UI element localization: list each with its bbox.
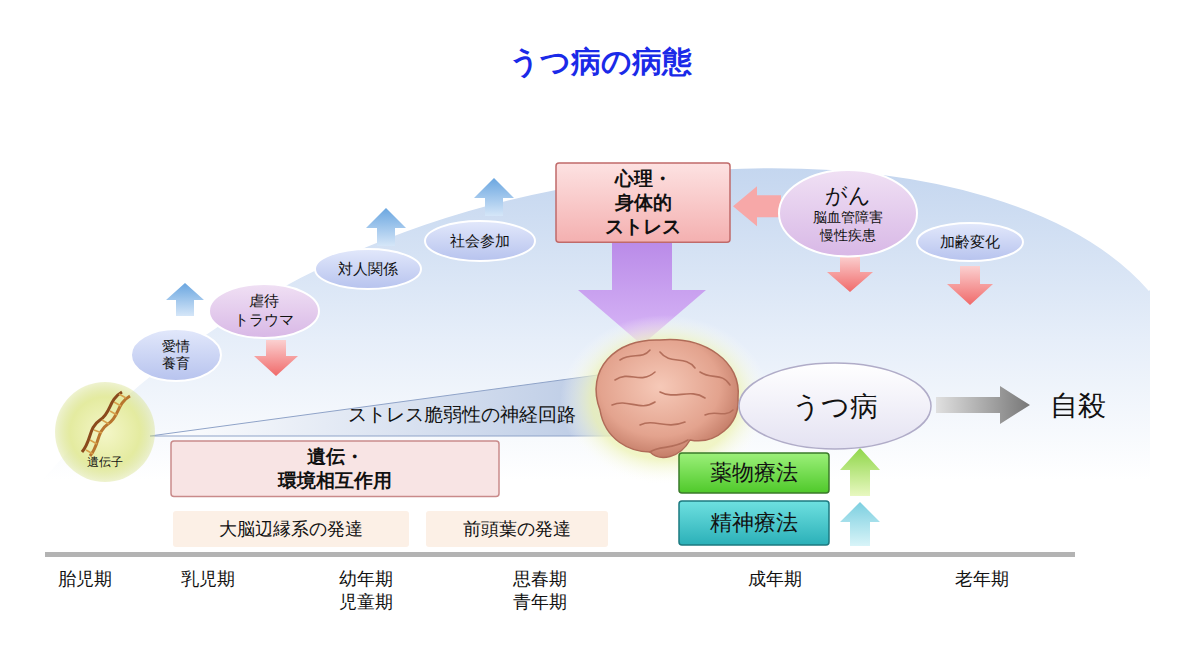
aging-ellipse: 加齢変化 bbox=[916, 222, 1024, 262]
timeline-label-holder: 成年期 bbox=[748, 568, 802, 591]
node-text: 精神療法 bbox=[710, 509, 798, 537]
factor-ellipse: 愛情 養育 bbox=[130, 328, 222, 382]
timeline-label: 老年期 bbox=[955, 568, 1009, 591]
node-text: 遺伝子 bbox=[87, 455, 123, 470]
timeline-label: 思春期 青年期 bbox=[513, 568, 567, 613]
node-text: 大脳辺縁系の発達 bbox=[219, 518, 363, 541]
stress-box: 心理・身体的 ストレス bbox=[555, 162, 731, 243]
node-text: 薬物療法 bbox=[710, 459, 798, 487]
timeline-label: 幼年期 児童期 bbox=[339, 568, 393, 613]
diagram-title: うつ病の病態 bbox=[0, 42, 1200, 83]
timeline-label: 乳児期 bbox=[181, 568, 235, 591]
disease-ellipse: うつ病 bbox=[738, 362, 932, 450]
timeline-label-holder: 幼年期 児童期 bbox=[339, 568, 393, 613]
factor-ellipse: 虐待 トラウマ bbox=[208, 283, 320, 339]
node-text: がん bbox=[825, 182, 871, 210]
development-box: 大脳辺縁系の発達 bbox=[172, 510, 410, 548]
node-text: 遺伝・環境相互作用 bbox=[278, 445, 392, 493]
node-text: 心理・身体的 ストレス bbox=[605, 167, 681, 238]
node-text: うつ病 bbox=[792, 389, 878, 424]
flow-arrow bbox=[733, 186, 781, 226]
arrow-shape bbox=[733, 186, 781, 226]
circuit-label: ストレス脆弱性の神経回路 bbox=[348, 403, 576, 427]
timeline-label-holder: 思春期 青年期 bbox=[513, 568, 567, 613]
timeline-label: 胎児期 bbox=[58, 568, 112, 591]
gene-circle: 遺伝子 bbox=[57, 384, 153, 480]
outcome-label-holder: 自殺 bbox=[1050, 388, 1106, 423]
factor-ellipse: 社会参加 bbox=[424, 220, 536, 262]
node-text: 虐待 トラウマ bbox=[234, 292, 294, 330]
timeline-label-holder: 乳児期 bbox=[181, 568, 235, 591]
node-text: 対人関係 bbox=[338, 260, 398, 279]
node-subtext: 脳血管障害 慢性疾患 bbox=[813, 209, 883, 244]
timeline-label: 成年期 bbox=[748, 568, 802, 591]
outcome-label: 自殺 bbox=[1050, 388, 1106, 423]
disease-ellipse: がん脳血管障害 慢性疾患 bbox=[778, 169, 918, 257]
interaction-box: 遺伝・環境相互作用 bbox=[170, 440, 500, 498]
circuit-label-holder: ストレス脆弱性の神経回路 bbox=[348, 403, 576, 427]
node-text: 前頭葉の発達 bbox=[463, 518, 571, 541]
timeline-label-holder: 老年期 bbox=[955, 568, 1009, 591]
node-text: 社会参加 bbox=[450, 232, 510, 251]
timeline-label-holder: 胎児期 bbox=[58, 568, 112, 591]
node-text: 愛情 養育 bbox=[162, 338, 190, 373]
development-box: 前頭葉の発達 bbox=[425, 510, 609, 548]
therapy-box: 精神療法 bbox=[678, 500, 830, 546]
node-text: 加齢変化 bbox=[940, 233, 1000, 252]
factor-ellipse: 対人関係 bbox=[314, 248, 422, 290]
therapy-box: 薬物療法 bbox=[678, 452, 830, 494]
